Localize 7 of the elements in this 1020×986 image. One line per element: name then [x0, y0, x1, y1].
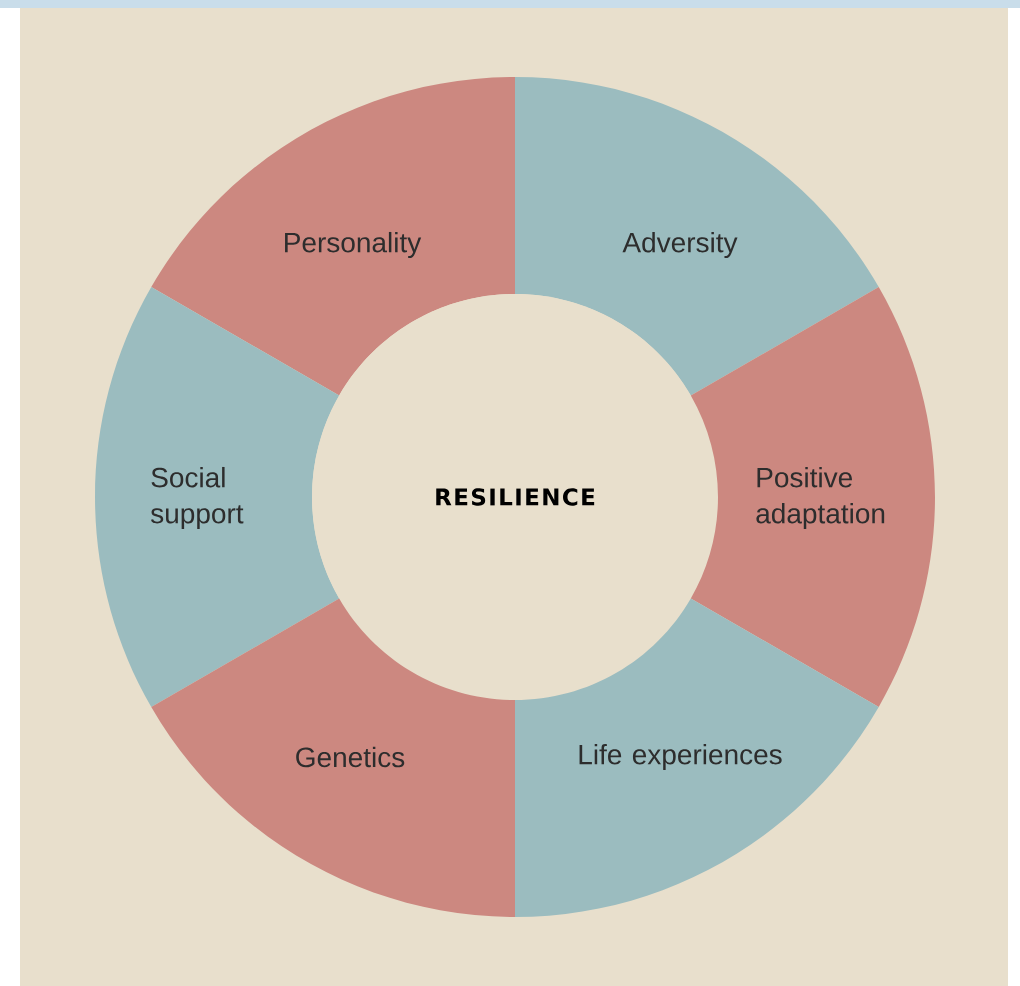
node-label: RESILIENCE	[436, 488, 595, 506]
segment: Life experiences	[515, 598, 879, 917]
segment: Adversity	[515, 77, 879, 396]
segment: Social support	[95, 287, 340, 707]
segment: Personality	[151, 77, 515, 396]
segment: Positive adaptation	[690, 287, 935, 707]
segment: Genetics	[151, 598, 515, 917]
